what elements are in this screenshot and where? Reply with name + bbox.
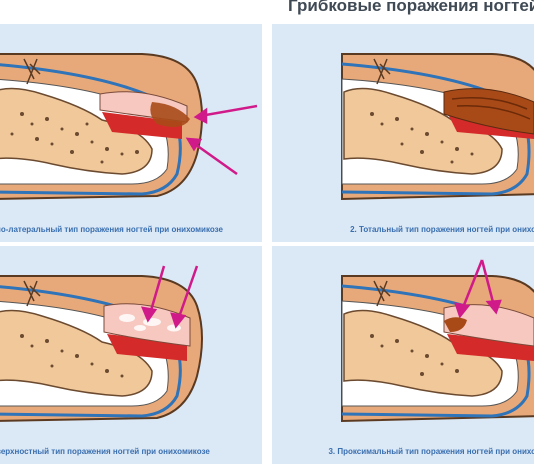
diagram-panel-distal-lateral: но-латеральный тип поражения ногтей при … <box>0 24 262 242</box>
panel-caption: 2. Тотальный тип поражения ногтей при он… <box>350 225 534 234</box>
arrow-icon <box>454 259 502 319</box>
panel-caption: верхностный тип поражения ногтей при они… <box>0 447 210 456</box>
arrow-icon <box>185 104 258 176</box>
finger-illustration <box>341 53 534 201</box>
panel-caption: но-латеральный тип поражения ногтей при … <box>0 225 223 234</box>
panel-caption: 3. Проксимальный тип поражения ногтей пр… <box>328 447 534 456</box>
diagram-panel-superficial: верхностный тип поражения ногтей при они… <box>0 246 262 464</box>
diagram-panel-proximal: 3. Проксимальный тип поражения ногтей пр… <box>272 246 534 464</box>
finger-illustration <box>341 259 534 423</box>
finger-illustration <box>0 265 203 422</box>
page-title: Грибковые поражения ногтей <box>288 0 534 15</box>
diagram-panel-total: 2. Тотальный тип поражения ногтей при он… <box>272 24 534 242</box>
arrow-icon <box>140 265 199 329</box>
finger-illustration <box>0 53 258 200</box>
